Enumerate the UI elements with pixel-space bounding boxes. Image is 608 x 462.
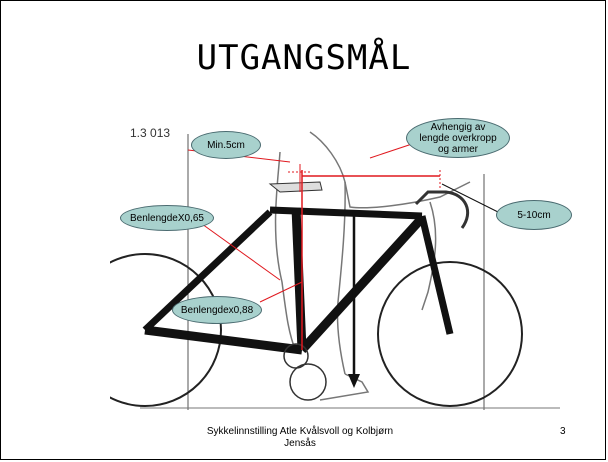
slide-title: UTGANGSMÅL: [196, 38, 412, 78]
slide-footer: Sykkelinnstilling Atle Kvålsvoll og Kolb…: [206, 426, 394, 449]
callout-leg-088: Benlengdex0,88: [172, 296, 262, 324]
callout-leg-065: BenlengdeX0,65: [120, 205, 214, 231]
figure-code: 1.3 013: [130, 126, 171, 140]
page-number: 3: [560, 426, 566, 437]
bicycle-illustration: [110, 112, 580, 414]
callout-reach-5-10cm: 5-10cm: [496, 200, 572, 230]
callout-torso-arms: Avhengig av lengde overkropp og armer: [406, 118, 510, 158]
bicycle-icon: [110, 131, 560, 410]
callout-min-5cm: Min.5cm: [191, 131, 261, 159]
